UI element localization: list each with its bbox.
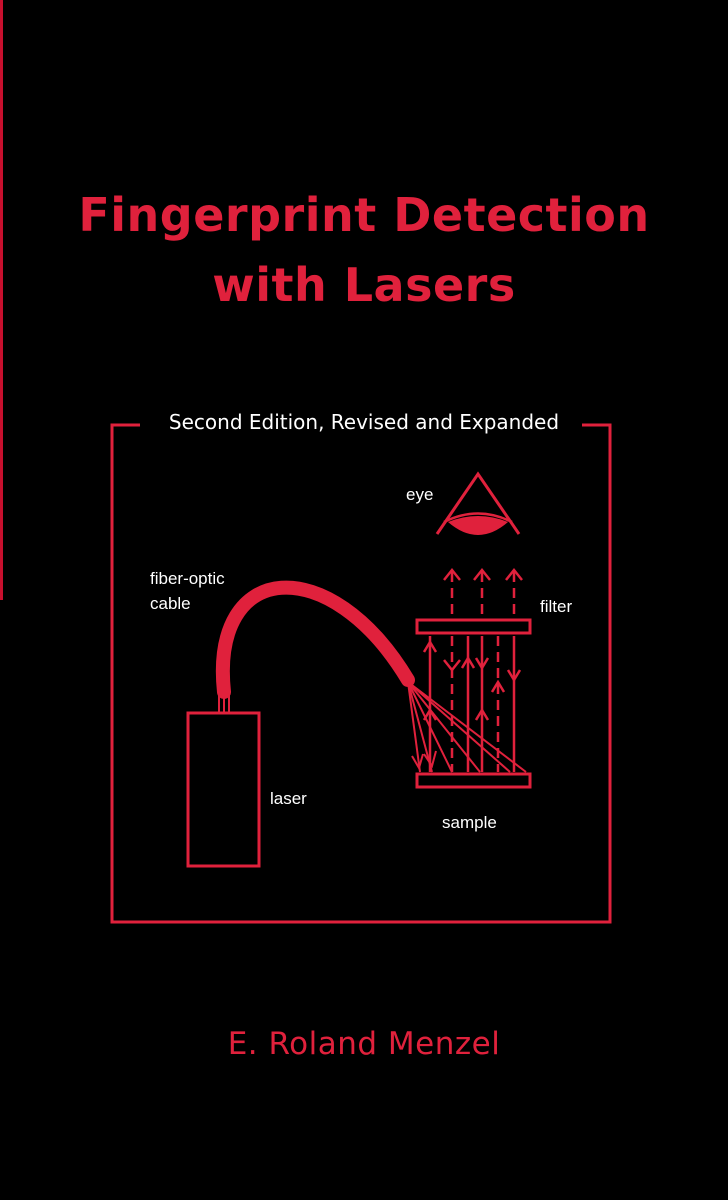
- laser-beams: [407, 681, 527, 773]
- filter-plate: [415, 618, 532, 635]
- diagram-frame: [110, 423, 612, 924]
- sample-plate: [415, 772, 532, 789]
- author-name: E. Roland Menzel: [227, 1026, 501, 1062]
- fiber-optic-cable: [215, 580, 415, 699]
- spine-edge-line: [0, 0, 3, 600]
- transmitted-light-rays: [443, 567, 523, 616]
- book-title-line-2: with Lasers: [212, 258, 516, 312]
- label-fiber-optic-line2: cable: [150, 594, 191, 613]
- label-sample: sample: [442, 813, 497, 832]
- label-eye: eye: [406, 485, 433, 504]
- label-fiber-optic-line1: fiber-optic: [150, 569, 225, 588]
- edition-label: Second Edition, Revised and Expanded: [168, 410, 560, 434]
- book-title-line-1: Fingerprint Detection: [78, 188, 650, 242]
- laser-box: [186, 711, 261, 868]
- eye-icon: [435, 471, 521, 535]
- label-filter: filter: [540, 597, 572, 616]
- label-laser: laser: [270, 789, 307, 808]
